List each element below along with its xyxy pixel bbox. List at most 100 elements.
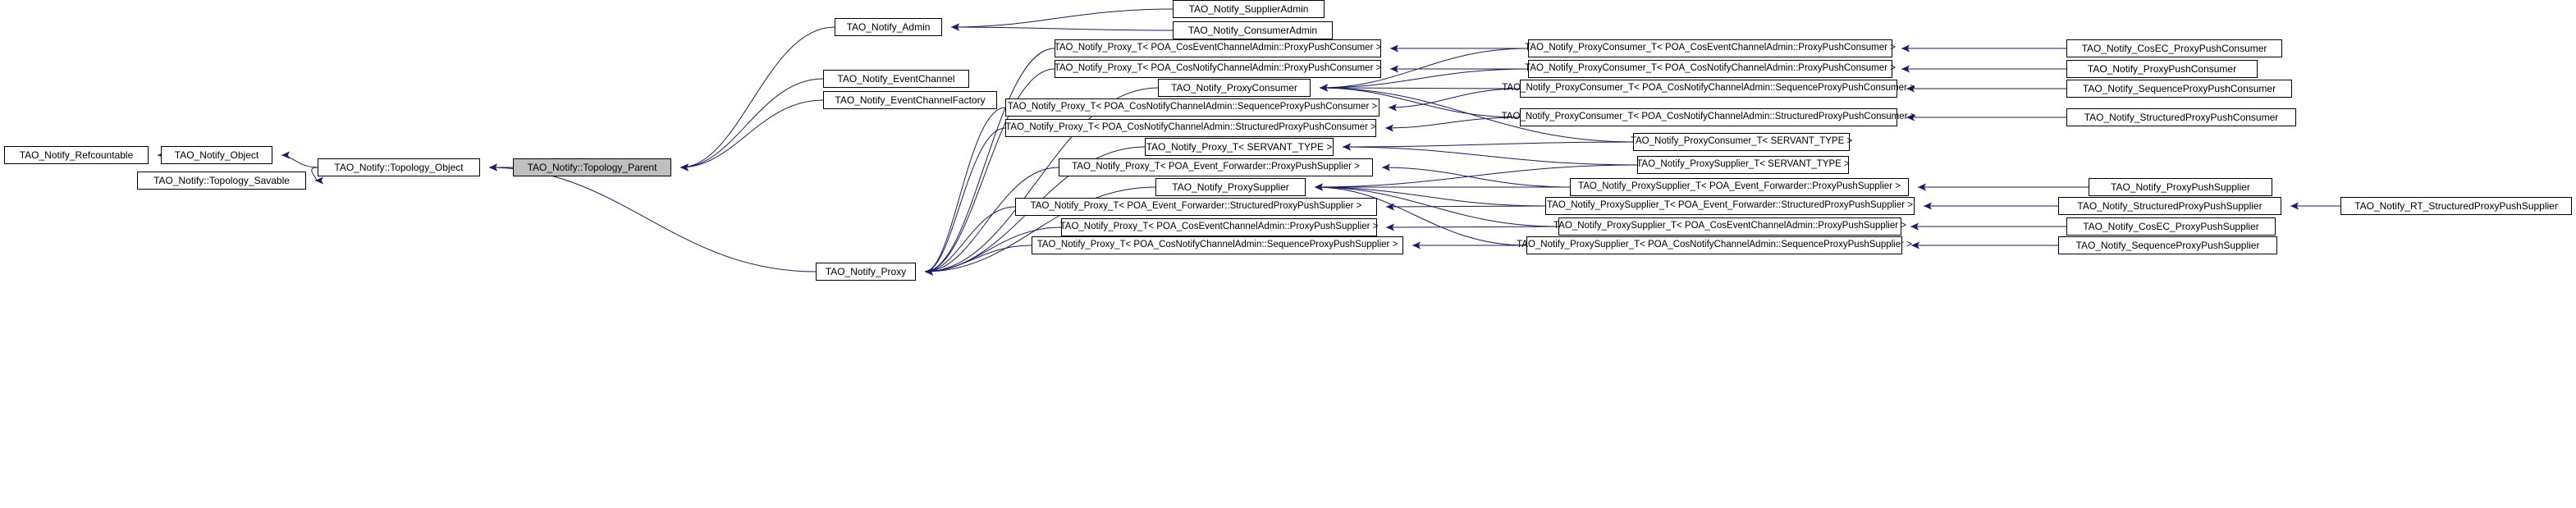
class-node-ps_t_cnc_seqpps[interactable]: TAO_Notify_ProxySupplier_T< POA_CosNotif… xyxy=(1517,236,1912,254)
class-node-struct_ppc[interactable]: TAO_Notify_StructuredProxyPushConsumer xyxy=(2066,108,2296,126)
inheritance-edge xyxy=(924,87,1159,276)
class-node-struct_pps[interactable]: TAO_Notify_StructuredProxyPushSupplier xyxy=(2058,197,2281,215)
class-node-label: TAO_Notify_ProxyConsumer_T< POA_CosNotif… xyxy=(1501,112,1916,122)
class-node-proxy[interactable]: TAO_Notify_Proxy xyxy=(816,263,916,281)
class-node-label: TAO_Notify_ProxyPushConsumer xyxy=(2087,63,2237,75)
class-node-ppc[interactable]: TAO_Notify_ProxyPushConsumer xyxy=(2066,60,2258,78)
class-node-proxy_t_cec_pps[interactable]: TAO_Notify_Proxy_T< POA_CosEventChannelA… xyxy=(1060,218,1378,236)
class-node-label: TAO_Notify_ProxyConsumer_T< POA_CosEvent… xyxy=(1525,43,1896,53)
class-node-topology_parent[interactable]: TAO_Notify::Topology_Parent xyxy=(513,158,671,176)
class-node-rt_struct_pps[interactable]: TAO_Notify_RT_StructuredProxyPushSupplie… xyxy=(2340,197,2572,215)
class-node-label: TAO_Notify_Proxy_T< POA_CosNotifyChannel… xyxy=(1007,102,1378,112)
class-node-proxy_consumer[interactable]: TAO_Notify_ProxyConsumer xyxy=(1158,79,1311,97)
class-node-pc_t_cec_ppc[interactable]: TAO_Notify_ProxyConsumer_T< POA_CosEvent… xyxy=(1525,39,1896,57)
class-node-consumer_admin[interactable]: TAO_Notify_ConsumerAdmin xyxy=(1173,21,1333,39)
class-node-label: TAO_Notify_EventChannelFactory xyxy=(835,94,986,106)
class-node-label: TAO_Notify_ProxyConsumer_T< POA_CosNotif… xyxy=(1525,63,1896,74)
class-node-refcountable[interactable]: TAO_Notify_Refcountable xyxy=(4,146,149,164)
class-node-label: TAO_Notify_Proxy_T< POA_CosNotifyChannel… xyxy=(1005,122,1376,133)
class-node-ps_t_ef_structpps[interactable]: TAO_Notify_ProxySupplier_T< POA_Event_Fo… xyxy=(1545,197,1915,215)
class-node-label: TAO_Notify_Proxy_T< POA_Event_Forwarder:… xyxy=(1072,162,1360,172)
class-node-label: TAO_Notify_SequenceProxyPushConsumer xyxy=(2082,83,2276,94)
class-node-proxy_t_cnc_seqpps[interactable]: TAO_Notify_Proxy_T< POA_CosNotifyChannel… xyxy=(1032,236,1403,254)
class-node-proxy_t_cnc_ppc[interactable]: TAO_Notify_Proxy_T< POA_CosNotifyChannel… xyxy=(1055,60,1381,78)
inheritance-edge xyxy=(924,206,1016,276)
inheritance-edge xyxy=(1319,84,1521,92)
class-node-pc_t_cnc_seqppc[interactable]: TAO_Notify_ProxyConsumer_T< POA_CosNotif… xyxy=(1502,80,1915,98)
inheritance-edge xyxy=(1319,84,1634,143)
inheritance-edge xyxy=(1314,183,1546,207)
inheritance-edge xyxy=(1314,183,1527,246)
class-node-label: TAO_Notify_ProxySupplier_T< POA_Event_Fo… xyxy=(1547,200,1913,211)
class-node-ps_t_cec_pps[interactable]: TAO_Notify_ProxySupplier_T< POA_CosEvent… xyxy=(1553,217,1906,236)
inheritance-edge xyxy=(679,78,824,172)
inheritance-edge xyxy=(950,8,1174,31)
inheritance-edge xyxy=(1314,164,1638,191)
class-node-pc_t_cnc_structppc[interactable]: TAO_Notify_ProxyConsumer_T< POA_CosNotif… xyxy=(1502,108,1915,126)
inheritance-edge xyxy=(1381,163,1571,188)
class-node-seq_pps[interactable]: TAO_Notify_SequenceProxyPushSupplier xyxy=(2058,236,2277,254)
class-node-proxy_t_servant[interactable]: TAO_Notify_Proxy_T< SERVANT_TYPE > xyxy=(1145,138,1334,156)
class-node-cosec_ppc[interactable]: TAO_Notify_CosEC_ProxyPushConsumer xyxy=(2066,39,2282,57)
class-node-proxy_t_ef_structpps[interactable]: TAO_Notify_Proxy_T< POA_Event_Forwarder:… xyxy=(1015,198,1377,216)
inheritance-edge xyxy=(311,167,324,185)
class-node-label: TAO_Notify_ProxyConsumer_T< SERVANT_TYPE… xyxy=(1630,136,1853,147)
inheritance-edge xyxy=(924,245,1032,276)
class-node-label: TAO_Notify_Proxy_T< POA_CosNotifyChannel… xyxy=(1036,240,1398,250)
class-node-seq_ppc[interactable]: TAO_Notify_SequenceProxyPushConsumer xyxy=(2066,80,2292,98)
inheritance-edge xyxy=(1385,203,1546,211)
class-node-ps_t_ef_pps[interactable]: TAO_Notify_ProxySupplier_T< POA_Event_Fo… xyxy=(1570,178,1909,196)
class-node-object[interactable]: TAO_Notify_Object xyxy=(161,146,272,164)
class-node-pc_t_cnc_ppc[interactable]: TAO_Notify_ProxyConsumer_T< POA_CosNotif… xyxy=(1525,60,1896,78)
class-node-proxy_t_ef_pps[interactable]: TAO_Notify_Proxy_T< POA_Event_Forwarder:… xyxy=(1059,158,1373,176)
class-node-label: TAO_Notify_SupplierAdmin xyxy=(1188,3,1309,15)
class-node-cosec_pps[interactable]: TAO_Notify_CosEC_ProxyPushSupplier xyxy=(2066,217,2276,236)
inheritance-edge xyxy=(1342,143,1638,166)
class-node-proxy_t_cnc_structppc[interactable]: TAO_Notify_Proxy_T< POA_CosNotifyChannel… xyxy=(1005,119,1376,137)
inheritance-edge xyxy=(1319,68,1529,92)
inheritance-edge xyxy=(924,48,1055,276)
class-node-label: TAO_Notify_Proxy xyxy=(825,266,907,277)
class-node-proxy_t_cnc_seqppc[interactable]: TAO_Notify_Proxy_T< POA_CosNotifyChannel… xyxy=(1005,98,1380,117)
class-node-pc_t_servant[interactable]: TAO_Notify_ProxyConsumer_T< SERVANT_TYPE… xyxy=(1631,133,1852,151)
class-node-label: TAO_Notify_ProxyConsumer_T< POA_CosNotif… xyxy=(1502,83,1915,94)
inheritance-edge xyxy=(950,23,1174,31)
inheritance-edge xyxy=(1342,141,1634,151)
class-node-label: TAO_Notify_Proxy_T< SERVANT_TYPE > xyxy=(1146,141,1333,153)
class-node-label: TAO_Notify_Proxy_T< POA_CosNotifyChannel… xyxy=(1054,63,1382,74)
class-node-label: TAO_Notify_StructuredProxyPushConsumer xyxy=(2084,112,2279,123)
inheritance-edge xyxy=(281,151,318,168)
inheritance-edge xyxy=(1314,183,1559,227)
class-node-proxy_supplier[interactable]: TAO_Notify_ProxySupplier xyxy=(1155,178,1306,196)
class-node-proxy_t_cec_ppc[interactable]: TAO_Notify_Proxy_T< POA_CosEventChannelA… xyxy=(1055,39,1381,57)
inheritance-edge xyxy=(1388,88,1521,112)
class-node-label: TAO_Notify_ProxySupplier_T< POA_CosEvent… xyxy=(1553,221,1906,231)
inheritance-edge xyxy=(924,127,1006,276)
inheritance-edge xyxy=(1384,117,1521,132)
class-node-label: TAO_Notify_StructuredProxyPushSupplier xyxy=(2077,200,2263,212)
class-node-label: TAO_Notify::Topology_Object xyxy=(334,162,464,173)
class-node-admin[interactable]: TAO_Notify_Admin xyxy=(835,18,942,36)
class-node-event_channel_factory[interactable]: TAO_Notify_EventChannelFactory xyxy=(823,91,997,109)
class-node-topology_object[interactable]: TAO_Notify::Topology_Object xyxy=(318,158,480,176)
class-node-label: TAO_Notify::Topology_Parent xyxy=(527,162,657,173)
class-node-label: TAO_Notify_EventChannel xyxy=(837,73,955,85)
class-node-ps_t_servant[interactable]: TAO_Notify_ProxySupplier_T< SERVANT_TYPE… xyxy=(1636,156,1850,174)
class-node-pps[interactable]: TAO_Notify_ProxyPushSupplier xyxy=(2089,178,2272,196)
class-node-label: TAO_Notify_Proxy_T< POA_CosEventChannelA… xyxy=(1054,43,1382,53)
class-node-label: TAO_Notify_ProxySupplier_T< POA_Event_Fo… xyxy=(1578,181,1901,192)
inheritance-edge xyxy=(924,107,1006,276)
class-node-topology_savable[interactable]: TAO_Notify::Topology_Savable xyxy=(137,172,306,190)
class-node-label: TAO_Notify_ProxySupplier_T< POA_CosNotif… xyxy=(1517,240,1912,250)
class-node-label: TAO_Notify_Admin xyxy=(846,21,931,33)
class-node-label: TAO_Notify_SequenceProxyPushSupplier xyxy=(2075,240,2260,251)
class-node-label: TAO_Notify_Object xyxy=(174,149,259,161)
class-node-label: TAO_Notify_CosEC_ProxyPushConsumer xyxy=(2081,43,2267,54)
class-node-label: TAO_Notify_ConsumerAdmin xyxy=(1187,25,1318,36)
inheritance-edge xyxy=(924,68,1055,276)
class-node-supplier_admin[interactable]: TAO_Notify_SupplierAdmin xyxy=(1173,0,1325,18)
class-node-event_channel[interactable]: TAO_Notify_EventChannel xyxy=(823,70,969,88)
inheritance-edge xyxy=(924,167,1059,276)
